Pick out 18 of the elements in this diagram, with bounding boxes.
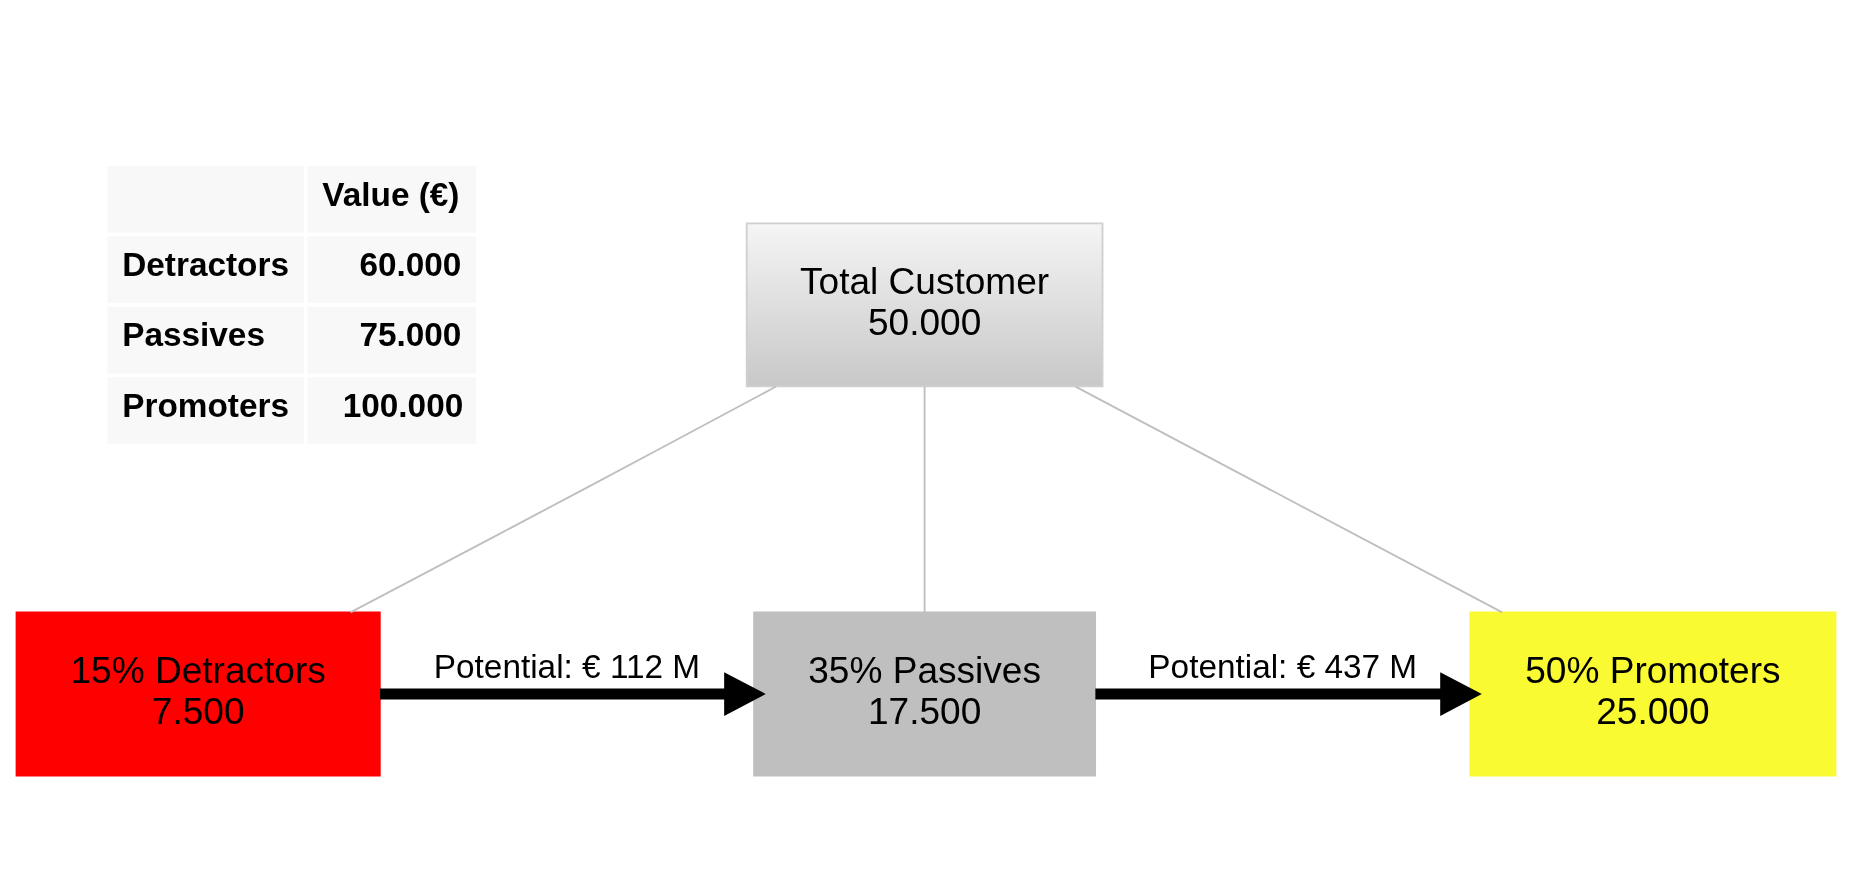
label: 75.000 — [359, 315, 462, 353]
node-box: 35% Passives 17.500 — [753, 611, 1097, 776]
label: Value (€) — [322, 175, 460, 213]
label: 100.000 — [342, 386, 464, 424]
arrow — [380, 671, 766, 716]
label: Detractors — [122, 245, 289, 283]
edge-label: Potential: € 437 M — [1148, 647, 1418, 685]
label: 60.000 — [359, 245, 462, 283]
connector — [923, 385, 926, 613]
connector — [349, 385, 778, 613]
edge-label: Potential: € 112 M — [433, 647, 701, 685]
label: Passives — [122, 315, 265, 353]
connector — [1074, 385, 1504, 613]
label: Promoters — [122, 386, 289, 424]
node-box: 15% Detractors 7.500 — [15, 611, 381, 776]
node-box: Total Customer 50.000 — [745, 221, 1104, 387]
arrow — [1095, 671, 1482, 716]
node-box: 50% Promoters 25.000 — [1469, 611, 1837, 776]
